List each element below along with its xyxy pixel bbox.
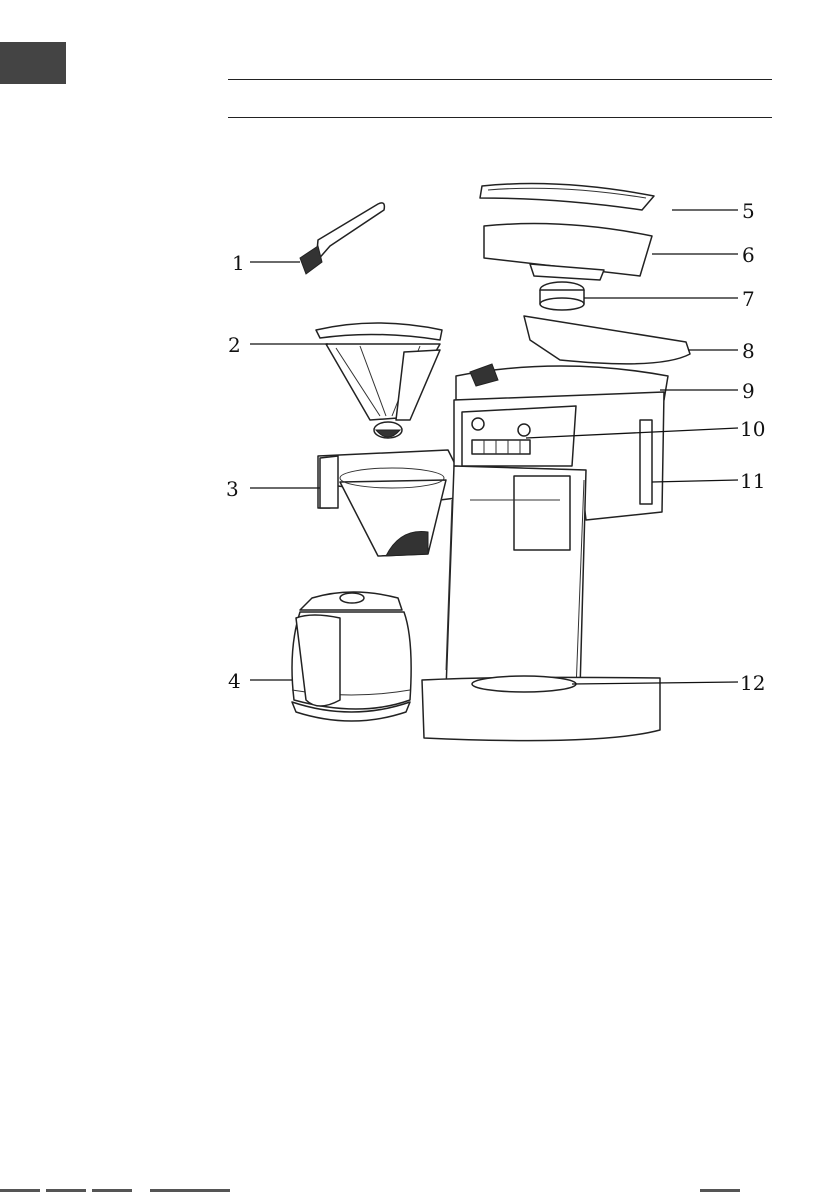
carafe xyxy=(292,592,411,721)
callout-12: 12 xyxy=(740,671,765,695)
callout-8: 8 xyxy=(742,339,755,363)
machine-body xyxy=(422,364,668,741)
callout-4: 4 xyxy=(228,669,241,693)
callout-1: 1 xyxy=(232,251,245,275)
callout-7: 7 xyxy=(742,287,755,311)
callout-11: 11 xyxy=(740,469,765,493)
bean-container xyxy=(484,224,652,280)
top-cover xyxy=(524,316,690,364)
grinder-ring xyxy=(540,282,584,310)
callout-10: 10 xyxy=(740,417,765,441)
callout-6: 6 xyxy=(742,243,755,267)
cleaning-brush xyxy=(300,203,384,274)
callout-2: 2 xyxy=(228,333,241,357)
bottom-artifact-strip xyxy=(0,1186,840,1192)
callout-9: 9 xyxy=(742,379,755,403)
filter-holder xyxy=(316,323,442,438)
callout-3: 3 xyxy=(226,477,239,501)
filter-basket xyxy=(318,450,458,556)
bean-hopper-lid xyxy=(480,184,654,210)
callout-5: 5 xyxy=(742,199,755,223)
